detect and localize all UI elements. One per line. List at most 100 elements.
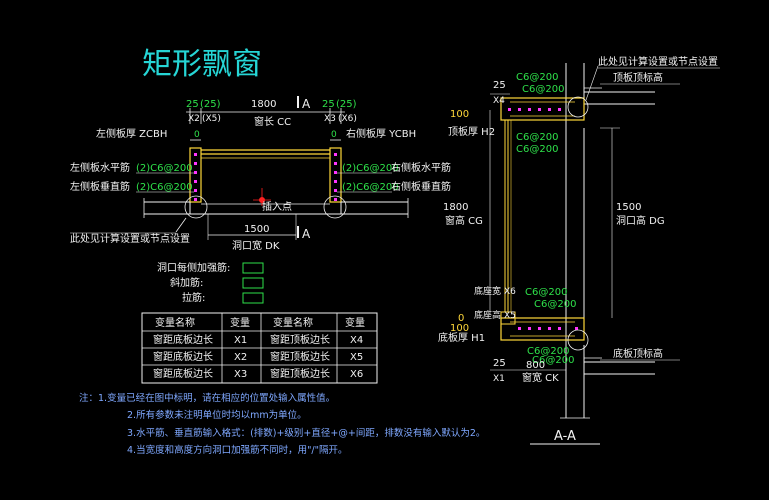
- section-detail-circle-bottom: [567, 329, 589, 351]
- top-thickness-label: 顶板厚 H2: [448, 125, 495, 138]
- dim-top-right-paren: (25): [336, 99, 357, 110]
- right-vertical-bar-label: 右侧板垂直筋: [391, 180, 451, 193]
- variable-table: 变量名称 变量 变量名称 变量 窗距底板边长 X1 窗距顶板边长 X4 窗距底板…: [141, 312, 378, 384]
- zero-left: 0: [194, 130, 200, 140]
- extra-bar-label-0: 洞口每侧加强筋:: [157, 261, 230, 274]
- opening-height-label: 洞口高 DG: [616, 214, 665, 227]
- top-level-label: 顶板顶标高: [613, 71, 663, 84]
- section-mark-top: A: [302, 97, 311, 111]
- zero-right: 0: [331, 130, 337, 140]
- table-cell: 窗距顶板边长: [270, 333, 330, 346]
- sill-height-var: X5: [504, 311, 516, 321]
- dim-top-left-green: 25: [186, 99, 199, 110]
- dim-100-top: 100: [450, 109, 469, 120]
- dim-1800: 1800: [443, 202, 468, 213]
- note-line: 2.所有参数未注明单位时均以mm为单位。: [127, 409, 307, 421]
- reinforcing-bar-input[interactable]: [242, 262, 264, 274]
- section-bar-bot-1: C6@200: [525, 287, 567, 298]
- bottom-projecting-slab: [500, 317, 585, 341]
- table-header-1: 变量: [230, 316, 250, 329]
- note-line: 注：1.变量已经在图中标明，请在相应的位置处输入属性值。: [79, 392, 335, 404]
- left-horizontal-bar-value: (2)C6@200: [136, 163, 193, 174]
- table-cell: X4: [350, 335, 363, 346]
- x6-label: (X6): [338, 114, 357, 124]
- diagonal-bar-input[interactable]: [242, 277, 264, 289]
- section-mark-bottom: A: [302, 227, 311, 241]
- table-cell: 窗距底板边长: [153, 333, 213, 346]
- table-header-0: 变量名称: [155, 316, 195, 329]
- note-line: 3.水平筋、垂直筋输入格式：(排数)+级别+直径+@+间距，排数没有输入默认为2…: [127, 427, 485, 439]
- plan-calc-note: 此处见计算设置或节点设置: [70, 232, 190, 245]
- sill-width-var: X6: [504, 287, 516, 297]
- right-thickness-label: 右侧板厚 YCBH: [346, 127, 416, 140]
- section-view: 此处见计算设置或节点设置 顶板顶标高 25 C6@200 C6@200 X4 1…: [438, 55, 720, 445]
- rebar-dots-plan: [194, 153, 337, 201]
- left-vertical-bar-value: (2)C6@200: [136, 182, 193, 193]
- left-horizontal-bar-label: 左侧板水平筋: [70, 161, 130, 174]
- insert-point-label: 插入点: [262, 200, 292, 213]
- dim-100-bottom: 100: [450, 323, 469, 334]
- note-line: 4.当宽度和高度方向洞口加强筋不同时，用"/"隔开。: [127, 444, 348, 456]
- window-height-label: 窗高 CG: [445, 214, 483, 227]
- dim-top-right-green: 25: [322, 99, 335, 110]
- section-bar-top-3: C6@200: [516, 132, 558, 143]
- section-bar-bot-3: C6@200: [527, 346, 569, 357]
- table-header-3: 变量: [345, 316, 365, 329]
- extra-bar-label-2: 拉筋:: [182, 291, 205, 304]
- table-cell: 窗距底板边长: [153, 367, 213, 380]
- table-cell: X5: [350, 352, 363, 363]
- right-horizontal-bar-value: (2)C6@200: [342, 163, 399, 174]
- dim-1500: 1500: [616, 202, 641, 213]
- section-detail-circle-top: [567, 96, 589, 118]
- x5-label: (X5): [202, 114, 221, 124]
- top-projecting-slab: [500, 97, 585, 121]
- dim-25-bottom: 25: [493, 358, 506, 369]
- sill-height-label: 底座高: [474, 309, 501, 321]
- left-side-panel: [189, 147, 202, 203]
- sill-width-label: 底座宽: [474, 285, 501, 297]
- window-width-label: 窗宽 CK: [522, 371, 559, 384]
- bottom-level-label: 底板顶标高: [613, 347, 663, 360]
- table-cell: X6: [350, 369, 363, 380]
- dim-top-mid: 1800: [251, 99, 276, 110]
- detail-circle-left: [184, 195, 208, 219]
- table-cell: X3: [234, 369, 247, 380]
- dim-800: 800: [526, 360, 545, 371]
- table-header-2: 变量名称: [273, 316, 313, 329]
- dim-0: 0: [458, 313, 464, 324]
- bottom-thickness-label: 底板厚 H1: [438, 331, 485, 344]
- x2-label: X2: [188, 114, 200, 124]
- x1-label: X1: [493, 374, 505, 384]
- detail-circle-right: [323, 195, 347, 219]
- left-thickness-label: 左侧板厚 ZCBH: [96, 127, 167, 140]
- table-cell: X2: [234, 352, 247, 363]
- section-calc-note: 此处见计算设置或节点设置: [598, 55, 718, 68]
- table-cell: 窗距顶板边长: [270, 350, 330, 363]
- x4-label: X4: [493, 96, 505, 106]
- drawing-title: 矩形飘窗: [142, 47, 262, 82]
- dim-top-left-paren: (25): [200, 99, 221, 110]
- dim-25-top: 25: [493, 80, 506, 91]
- tie-bar-input[interactable]: [242, 292, 264, 304]
- left-vertical-bar-label: 左侧板垂直筋: [70, 180, 130, 193]
- dim-opening-value: 1500: [244, 224, 269, 235]
- x3-label: X3: [324, 114, 336, 124]
- section-bar-top-2: C6@200: [522, 84, 564, 95]
- section-bar-bot-2: C6@200: [534, 299, 576, 310]
- right-side-panel: [329, 147, 342, 203]
- notes: 注：1.变量已经在图中标明，请在相应的位置处输入属性值。 2.所有参数未注明单位…: [79, 392, 485, 456]
- window-length-label: 窗长 CC: [254, 115, 291, 128]
- table-cell: 窗距底板边长: [153, 350, 213, 363]
- right-vertical-bar-value: (2)C6@200: [342, 182, 399, 193]
- section-bar-top-4: C6@200: [516, 144, 558, 155]
- section-bar-bot-4: C6@200: [532, 355, 574, 366]
- right-horizontal-bar-label: 右侧板水平筋: [391, 161, 451, 174]
- section-title: A-A: [554, 429, 576, 444]
- extra-bar-label-1: 斜加筋:: [170, 276, 203, 289]
- table-cell: X1: [234, 335, 247, 346]
- table-cell: 窗距顶板边长: [270, 367, 330, 380]
- insert-point-marker: [259, 197, 265, 203]
- opening-width-label: 洞口宽 DK: [232, 239, 280, 252]
- section-bar-top-1: C6@200: [516, 72, 558, 83]
